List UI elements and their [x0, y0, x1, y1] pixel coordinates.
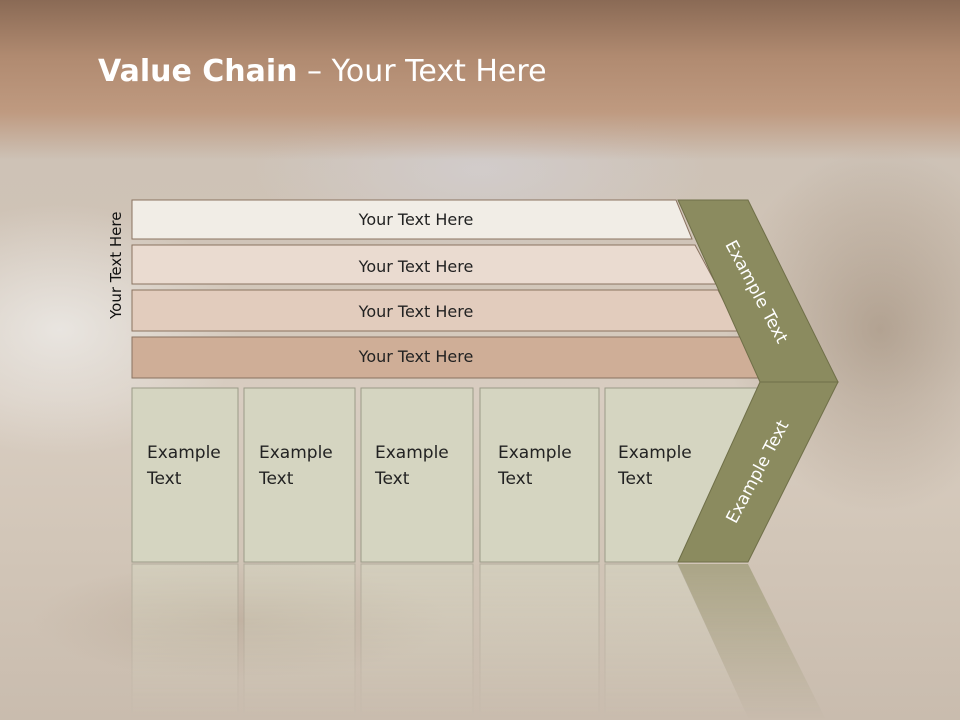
row-group: Your Text Here Your Text Here Your Text … [131, 199, 765, 379]
box-1-line2: Text [146, 469, 182, 489]
reflection-chevron [678, 564, 826, 720]
reflection-box-4 [479, 563, 600, 720]
chevron: Example Text Example Text [677, 199, 839, 563]
box-3-shape [360, 387, 474, 563]
row-4: Your Text Here [131, 336, 765, 379]
box-1-shape [131, 387, 239, 563]
chevron-lower-arm [677, 381, 839, 563]
box-5-line1: Example [618, 443, 692, 463]
box-2: Example Text [243, 387, 356, 563]
box-2-line1: Example [259, 443, 333, 463]
row-1-label: Your Text Here [358, 210, 474, 229]
slide-title-bold: Value Chain [98, 54, 298, 89]
box-1: Example Text [131, 387, 239, 563]
box-3-line1: Example [375, 443, 449, 463]
box-4: Example Text [479, 387, 600, 563]
row-2-label: Your Text Here [358, 257, 474, 276]
box-1-line1: Example [147, 443, 221, 463]
box-2-shape [243, 387, 356, 563]
slide-title: Value Chain – Your Text Here [98, 54, 547, 89]
box-group: Example Text Example Text Example Text E… [131, 387, 759, 563]
reflection-box-3 [360, 563, 474, 720]
box-2-line2: Text [258, 469, 294, 489]
row-2: Your Text Here [131, 244, 717, 285]
box-3-line2: Text [374, 469, 410, 489]
row-1-shape [131, 199, 693, 240]
box-4-line1: Example [498, 443, 572, 463]
box-4-line2: Text [497, 469, 533, 489]
reflection [131, 563, 826, 720]
reflection-box-2 [243, 563, 356, 720]
title-band [0, 0, 960, 160]
row-3-label: Your Text Here [358, 302, 474, 321]
slide-title-rest: – Your Text Here [297, 54, 547, 89]
row-3: Your Text Here [131, 289, 740, 332]
reflection-boxes [131, 563, 751, 720]
box-3: Example Text [360, 387, 474, 563]
row-1: Your Text Here [131, 199, 693, 240]
box-5-line2: Text [617, 469, 653, 489]
box-4-shape [479, 387, 600, 563]
row-4-label: Your Text Here [358, 347, 474, 366]
reflection-box-1 [131, 563, 239, 720]
